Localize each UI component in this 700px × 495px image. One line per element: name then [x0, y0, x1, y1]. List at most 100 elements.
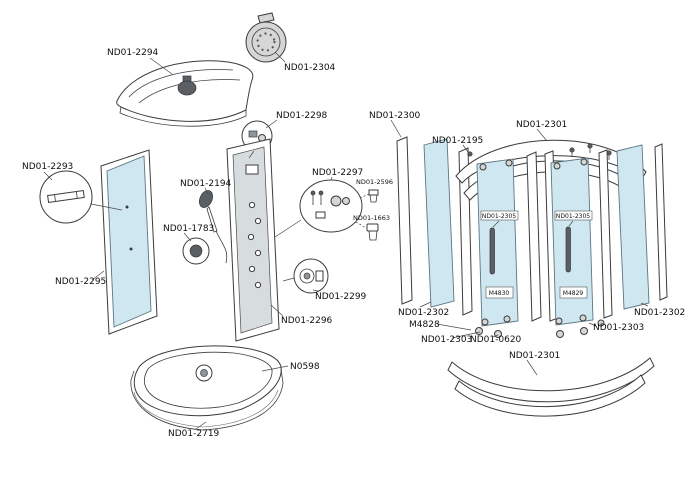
leader-nd01-2303-left — [451, 331, 481, 339]
part-body — [368, 189, 379, 196]
callout-ellipse — [299, 179, 363, 233]
tray-rim-outer — [133, 345, 282, 417]
tray-apron-mid — [133, 389, 279, 428]
label-nd01-2305-right: ND01-2305 — [556, 213, 590, 220]
leader-nd01-1663 — [355, 221, 367, 229]
leader-nd01-2194 — [204, 187, 209, 195]
label-nd01-2294: ND01-2294 — [107, 48, 159, 58]
leader-nd01-2296 — [270, 304, 284, 317]
rail-screw — [569, 147, 575, 153]
label-nd01-2298: ND01-2298 — [276, 111, 328, 121]
profile-bar-body — [47, 189, 85, 204]
leader-nd01-0620 — [492, 334, 499, 338]
leader-nd01-2305-left — [492, 220, 500, 228]
profile-bar-tick — [75, 191, 78, 199]
jet-hole — [247, 233, 255, 241]
label-nd01-2293: ND01-2293 — [22, 162, 73, 172]
leader-nd01-2293 — [43, 171, 53, 181]
leader-n0598 — [261, 365, 289, 372]
label-box-nd01-2305-right — [554, 210, 593, 221]
callout-nd01-2299 — [293, 258, 329, 294]
label-nd01-2296: ND01-2296 — [281, 316, 333, 326]
shower-head — [245, 12, 287, 63]
label-nd01-2719: ND01-2719 — [168, 429, 220, 439]
roller-part — [597, 319, 605, 327]
jet-hole — [254, 249, 262, 257]
hand-shower — [199, 190, 228, 264]
part-thread — [368, 230, 378, 241]
door-roller — [503, 315, 511, 323]
leader-lines — [43, 51, 649, 430]
drain-cap — [200, 369, 208, 377]
door-roller — [553, 162, 561, 170]
label-nd01-0620: ND01-0620 — [470, 335, 522, 345]
leader-nd01-2297-panel — [274, 219, 302, 238]
tray-rim-inner — [143, 351, 273, 409]
label-box-m4829 — [559, 286, 588, 299]
door-handle — [489, 227, 495, 275]
label-nd01-1783: ND01-1783 — [163, 224, 214, 234]
knob-part — [189, 244, 203, 258]
leader-nd01-2302-right — [640, 302, 649, 307]
roof-cap — [177, 80, 197, 96]
door-roller — [555, 317, 563, 325]
label-box-m4830 — [485, 286, 514, 299]
part-nd01-2596 — [368, 189, 379, 203]
bottom-rail-outer — [447, 357, 655, 403]
leader-nd01-2596 — [359, 193, 370, 199]
shower-tray — [130, 345, 284, 431]
leader-nd01-2719 — [195, 421, 207, 430]
cap-part-large — [330, 195, 342, 207]
leader-nd01-2303-right — [588, 322, 597, 327]
jet-hole — [248, 265, 256, 273]
bottom-rail-inner — [454, 374, 646, 417]
callout-nd01-2293 — [39, 170, 93, 224]
roller-part — [556, 330, 564, 338]
jet-hole — [254, 281, 262, 289]
roof-tray-thickness — [119, 106, 247, 127]
leader-nd01-2299 — [312, 289, 319, 292]
shower-column-panel — [226, 138, 280, 342]
label-nd01-2194: ND01-2194 — [180, 179, 232, 189]
jet-ring-outer — [299, 268, 315, 284]
label-m4829: M4829 — [563, 290, 584, 297]
hand-shower-head — [199, 190, 213, 208]
column-top-bracket — [245, 164, 259, 175]
leader-nd01-2301-bottom — [526, 359, 538, 376]
wall-profile-right — [654, 143, 668, 301]
shower-head-nozzles — [256, 32, 276, 52]
roof-tray-arc-2 — [138, 79, 241, 104]
door-roller — [505, 159, 513, 167]
label-nd01-2295: ND01-2295 — [55, 277, 106, 287]
column-panel-face — [232, 146, 273, 334]
label-nd01-2297: ND01-2297 — [312, 168, 363, 178]
shower-head-mount — [257, 12, 275, 24]
leader-nd01-2301-top — [536, 128, 548, 142]
panel-fixing-dot — [129, 247, 133, 251]
callout-nd01-2297 — [299, 179, 363, 233]
profile-bar — [47, 189, 85, 204]
label-nd01-2299: ND01-2299 — [315, 292, 367, 302]
roof-tray — [116, 60, 254, 127]
bottom-curved-rail — [447, 357, 655, 417]
left-panel-glass — [106, 155, 152, 328]
leader-nd01-2295 — [91, 270, 105, 281]
leader-nd01-2297 — [330, 176, 333, 181]
label-nd01-2303-left: ND01-2303 — [421, 335, 472, 345]
leader-nd01-2298-panel — [248, 150, 255, 159]
roof-tray-arc-1 — [128, 69, 234, 98]
sliding-door-right — [550, 157, 594, 326]
hand-shower-handle — [206, 206, 218, 233]
shower-head-inner-ring — [251, 27, 281, 57]
tray-apron-join-left — [130, 370, 135, 381]
label-nd01-2301-top: ND01-2301 — [516, 120, 567, 130]
screw-head — [310, 190, 316, 196]
label-n0598: N0598 — [290, 362, 320, 372]
label-nd01-2301-bottom: ND01-2301 — [509, 351, 560, 361]
sliding-door-left — [476, 158, 519, 327]
bracket-part — [315, 211, 326, 219]
label-m4830: M4830 — [489, 290, 510, 297]
leader-nd01-2300 — [390, 119, 402, 138]
